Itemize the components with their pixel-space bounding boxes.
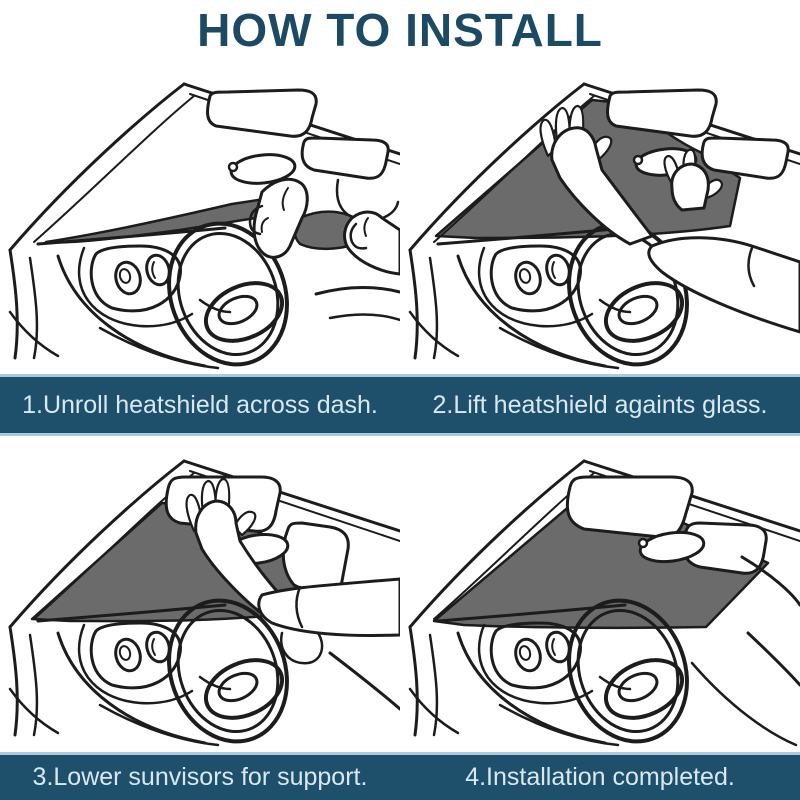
installation-completed-illustration xyxy=(408,459,800,752)
lower-sunvisors-illustration xyxy=(8,459,400,752)
unroll-heatshield-illustration xyxy=(8,82,400,374)
step-1-caption: 1.Unroll heatshield across dash. xyxy=(22,390,378,419)
step-4-caption: 4.Installation completed. xyxy=(465,763,735,791)
step-3-panel xyxy=(0,436,400,752)
step-2-panel xyxy=(400,60,800,374)
step-4-panel xyxy=(400,436,800,752)
steps-row-2 xyxy=(0,436,800,752)
page-title: HOW TO INSTALL xyxy=(197,4,603,56)
lift-heatshield-illustration xyxy=(408,82,800,374)
step-3-caption: 3.Lower sunvisors for support. xyxy=(32,763,368,791)
steps-row-1 xyxy=(0,60,800,374)
caption-band-top: 1.Unroll heatshield across dash. 2.Lift … xyxy=(0,374,800,436)
step-1-panel xyxy=(0,60,400,374)
step-2-caption: 2.Lift heatshield againts glass. xyxy=(432,390,768,419)
caption-band-bottom: 3.Lower sunvisors for support. 4.Install… xyxy=(0,752,800,800)
